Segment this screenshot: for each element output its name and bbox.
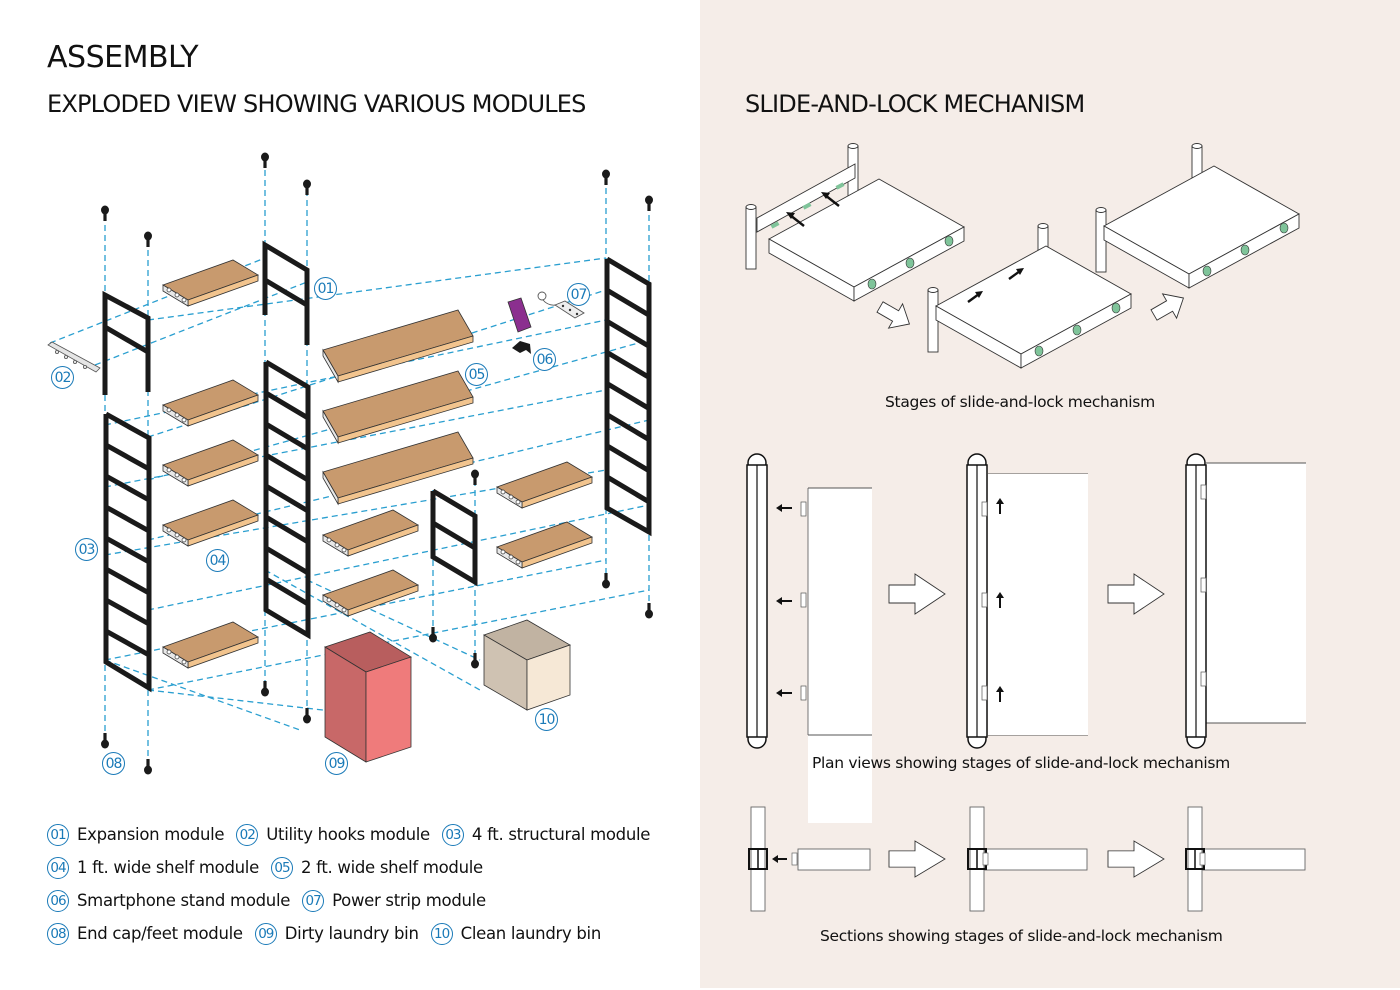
plan-caption: Plan views showing stages of slide-and-l…: [812, 754, 1230, 772]
ladder-rung: [264, 390, 310, 421]
legend-label: Smartphone stand module: [77, 891, 291, 910]
legend-label: Clean laundry bin: [460, 924, 602, 943]
legend-number: 05: [270, 856, 293, 879]
legend-number: 03: [441, 823, 464, 846]
legend-item: 06 Smartphone stand module: [47, 889, 291, 912]
legend-number: 02: [236, 823, 259, 846]
ladder-rung: [264, 514, 310, 545]
ladder-rung: [264, 545, 310, 576]
ladder-rung: [605, 412, 651, 442]
clean-laundry-bin: [483, 619, 571, 711]
shelf-1ft: [496, 521, 593, 569]
legend-item: 05 2 ft. wide shelf module: [270, 856, 483, 879]
legend-item: 03 4 ft. structural module: [441, 823, 651, 846]
shelf-1ft: [162, 379, 259, 427]
ladder-rung: [605, 350, 651, 380]
ladder-rung: [605, 443, 651, 473]
shelf-2ft: [322, 309, 474, 383]
ladder-rung: [605, 381, 651, 411]
callout-05: 05: [465, 363, 488, 386]
slide-and-lock-panel: [700, 0, 1400, 988]
smartphone-stand: [512, 341, 531, 354]
callout-01: 01: [314, 277, 337, 300]
exploded-view-diagram: [47, 152, 653, 775]
expansion-frame-01: [262, 240, 310, 345]
ladder-rung: [104, 473, 151, 503]
ladder-rung: [104, 628, 151, 658]
module-legend: 01 Expansion module 02 Utility hooks modul…: [47, 818, 662, 950]
callout-08: 08: [102, 752, 125, 775]
legend-row: 08 End cap/feet module 09 Dirty laundry bi…: [47, 917, 662, 950]
legend-number: 01: [47, 823, 69, 846]
ladder-rung: [605, 287, 651, 318]
small-frame: [430, 488, 478, 587]
ladder-rung: [264, 483, 310, 514]
legend-label: Power strip module: [332, 891, 486, 910]
shelf-1ft: [162, 439, 259, 487]
ladder-rung: [104, 597, 151, 627]
expansion-frame-left: [102, 290, 151, 395]
shelf-1ft: [322, 509, 419, 557]
mechanism-heading: SLIDE-AND-LOCK MECHANISM: [745, 90, 1085, 118]
ladder-rung: [104, 535, 151, 565]
legend-label: 1 ft. wide shelf module: [77, 858, 259, 877]
ladder-rung: [264, 576, 310, 607]
legend-row: 04 1 ft. wide shelf module 05 2 ft. wide s…: [47, 851, 662, 884]
ladder-rung: [264, 421, 310, 452]
legend-item: 04 1 ft. wide shelf module: [47, 856, 259, 879]
legend-number: 07: [302, 889, 325, 912]
legend-label: 4 ft. structural module: [471, 825, 651, 844]
callout-02: 02: [51, 366, 74, 389]
ladder-rung: [264, 452, 310, 483]
section-caption: Sections showing stages of slide-and-loc…: [820, 927, 1223, 945]
callout-06: 06: [533, 348, 556, 371]
legend-item: 07 Power strip module: [302, 889, 486, 912]
smartphone: [507, 297, 532, 333]
legend-number: 06: [47, 889, 69, 912]
callout-07: 07: [567, 283, 590, 306]
callout-09: 09: [325, 752, 348, 775]
dirty-laundry-bin: [324, 631, 412, 763]
legend-row: 01 Expansion module 02 Utility hooks modul…: [47, 818, 662, 851]
shelf-2ft: [322, 370, 474, 444]
ladder-rung: [104, 566, 151, 596]
callout-10: 10: [535, 708, 558, 731]
power-strip: [537, 291, 585, 319]
legend-row: 06 Smartphone stand module 07 Power strip …: [47, 884, 662, 917]
shelf-1ft: [162, 259, 259, 307]
legend-label: Expansion module: [77, 825, 225, 844]
ladder-rung: [605, 474, 651, 505]
legend-number: 10: [430, 922, 453, 945]
legend-number: 04: [47, 856, 69, 879]
structural-frame-right: [604, 256, 652, 537]
legend-item: 10 Clean laundry bin: [430, 922, 602, 945]
callout-03: 03: [75, 538, 98, 561]
shelf-2ft: [322, 431, 474, 505]
shelf-1ft: [162, 499, 259, 547]
legend-item: 08 End cap/feet module: [47, 922, 243, 945]
legend-label: Dirty laundry bin: [284, 924, 419, 943]
ladder-rung: [104, 442, 151, 472]
legend-label: Utility hooks module: [266, 825, 430, 844]
legend-item: 02 Utility hooks module: [236, 823, 430, 846]
legend-number: 08: [47, 922, 69, 945]
shelf-1ft: [162, 621, 259, 669]
exploded-view-heading: EXPLODED VIEW SHOWING VARIOUS MODULES: [47, 90, 586, 118]
legend-label: End cap/feet module: [77, 924, 243, 943]
isometric-caption: Stages of slide-and-lock mechanism: [885, 393, 1155, 411]
legend-number: 09: [254, 922, 277, 945]
legend-label: 2 ft. wide shelf module: [300, 858, 483, 877]
shelf-1ft: [496, 461, 593, 509]
legend-item: 01 Expansion module: [47, 823, 225, 846]
structural-frame-03: [103, 411, 152, 693]
structural-frame-middle: [263, 359, 311, 640]
page-title: ASSEMBLY: [47, 40, 199, 75]
shelf-1ft: [322, 569, 419, 617]
callout-04: 04: [206, 549, 229, 572]
ladder-rung: [605, 319, 651, 349]
legend-item: 09 Dirty laundry bin: [254, 922, 419, 945]
ladder-rung: [104, 504, 151, 534]
utility-hooks: [47, 341, 101, 373]
